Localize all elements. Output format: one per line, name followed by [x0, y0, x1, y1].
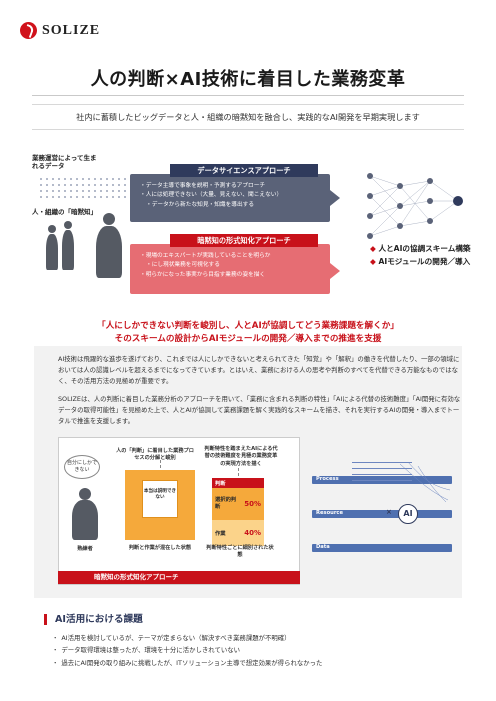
headline-line-2: そのスキームの設計からAIモジュールの開発／導入までの推進を支援: [114, 334, 382, 345]
ds-item-3: データから新たな知見・知識を導出する: [140, 201, 322, 210]
arrow-right-icon: [330, 190, 340, 206]
tacit-approach-title: 暗黙知の形式知化アプローチ: [170, 234, 318, 247]
network-links-graphic: [399, 461, 451, 503]
dashed-connector: [238, 468, 239, 476]
mixed-state-label: 判断と作業が混在した状態: [128, 545, 192, 551]
dashed-connector: [160, 460, 161, 468]
neural-network-graphic: [367, 173, 463, 239]
person-silhouette-3: [96, 213, 122, 278]
challenges-list: AI活用を検討しているが、テーマが定まらない（解決すべき業務課題が不明確） デー…: [52, 632, 322, 669]
hero-results: ◆ 人とAIの協調スキーム構築 ◆ AIモジュールの開発／導入: [370, 243, 471, 268]
list-item: データ取得環境は整ったが、環境を十分に活かしきれていない: [52, 644, 322, 656]
subtitle: 社内に蓄積したビッグデータと人・組織の暗黙知を融合し、実践的なAI開発を早期実現…: [32, 104, 464, 130]
separated-state-label: 判断特性ごとに細別された状態: [206, 545, 274, 559]
unexplainable-box: 本当は説明できない: [142, 480, 178, 518]
step1-label: 人の「判断」に着目した業務プロセスの分解と峻別: [116, 448, 194, 462]
intro-paragraph-1: AI技術は飛躍的な進歩を遂げており、これまでは人にしかできないと考えられてきた「…: [58, 355, 460, 386]
intro-paragraph-2: SOLIZEは、人の判断に着目した業務分析のアプローチを用いて、「業務に含まれる…: [58, 395, 461, 426]
solize-logo: SOLIZE: [20, 22, 100, 39]
list-item: AI活用を検討しているが、テーマが定まらない（解決すべき業務課題が不明確）: [52, 632, 322, 644]
expert-silhouette: [72, 488, 98, 540]
ds-approach-panel: データ主導で事象を説明・予測するアプローチ 人には処理できない（大量、見えない、…: [130, 174, 330, 222]
arrow-right-icon: [330, 263, 340, 279]
label-tacit-knowledge: 人・組織の「暗黙知」: [32, 208, 97, 216]
page-title: 人の判断×AI技術に着目した業務変革: [90, 69, 406, 90]
headline: 「人にしかできない判断を峻別し、人とAIが協調してどう業務課題を解くか」 そのス…: [0, 320, 496, 347]
label-business-data: 業務運営によって生まれるデータ: [32, 154, 97, 171]
hero-diagram: 業務運営によって生まれるデータ 人・組織の「暗黙知」 データ主導で事象を説明・予…: [20, 148, 476, 298]
tacit-approach-panel: 現場のエキスパートが実践していることを明らか にし現状業務を可視化する 明らかに…: [130, 244, 330, 294]
times-mark: ×: [386, 508, 392, 516]
result-item-1: ◆ 人とAIの協調スキーム構築: [370, 244, 471, 253]
layer-resource: Resource: [312, 510, 452, 518]
result-item-2: ◆ AIモジュールの開発／導入: [370, 256, 471, 266]
person-silhouette-1: [46, 225, 58, 270]
step2-label: 判断特性を踏まえたAIによる代替の技術難度を見極の業務変革の実現方法を描く: [204, 446, 278, 467]
list-item: 過去にAI開発の取り組みに挑戦したが、ITソリューション主導で想定効果が得られな…: [52, 657, 322, 669]
figure-footer: 暗黙知の形式知化アプローチ: [58, 571, 300, 584]
person-silhouette-2: [62, 221, 74, 270]
tacit-item-3: 明らかになった事実から目指す業務の姿を描く: [140, 271, 322, 280]
logo-text: SOLIZE: [42, 22, 101, 38]
speech-bubble: 自分にしかできない: [64, 455, 100, 479]
ds-approach-title: データサイエンスアプローチ: [170, 164, 318, 177]
challenges-heading: AI活用における課題: [44, 614, 143, 625]
headline-line-1: 「人にしかできない判断を峻別し、人とAIが協調してどう業務課題を解くか」: [97, 321, 399, 331]
layer-data: Data: [312, 544, 452, 552]
ds-item-2: 人には処理できない（大量、見えない、聞こえない）: [140, 191, 322, 200]
tacit-item-1: 現場のエキスパートが実践していることを明らか: [140, 252, 322, 261]
tacit-item-2: にし現状業務を可視化する: [140, 261, 322, 270]
solize-logo-icon: [20, 22, 37, 39]
ds-item-1: データ主導で事象を説明・予測するアプローチ: [140, 182, 322, 191]
title-divider: [32, 95, 464, 96]
expert-label: 熟練者: [77, 546, 93, 552]
ai-circle-icon: AI: [398, 504, 418, 524]
ai-layers-diagram: Process Resource × AI Data: [312, 448, 452, 558]
